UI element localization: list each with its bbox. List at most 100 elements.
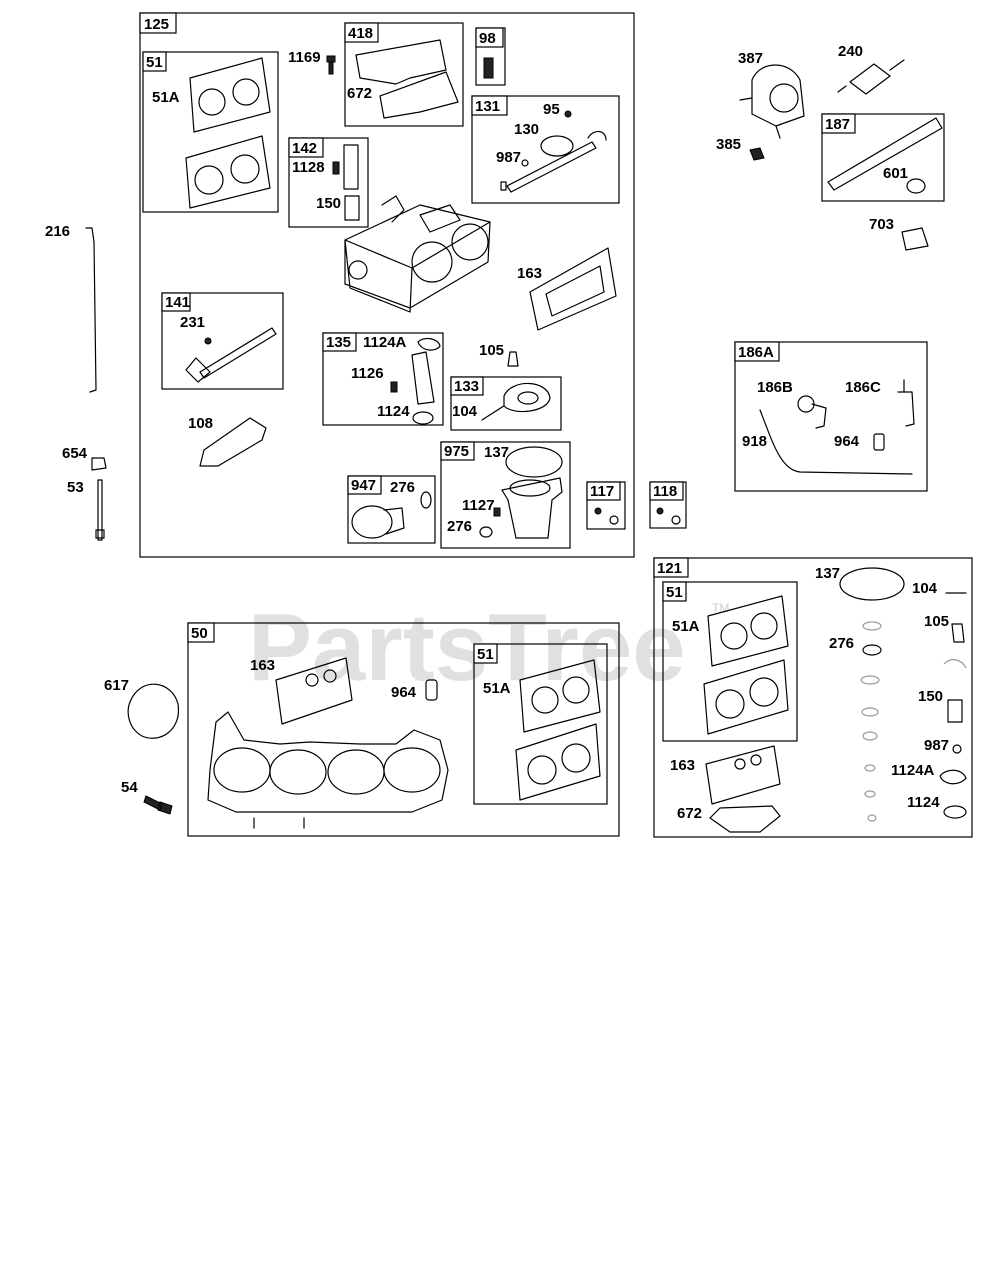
label-186B[interactable]: 186B <box>757 379 793 396</box>
label-987-b[interactable]: 987 <box>924 737 949 754</box>
label-276-a[interactable]: 276 <box>447 518 472 535</box>
label-240[interactable]: 240 <box>838 43 863 60</box>
label-163-b[interactable]: 163 <box>250 657 275 674</box>
label-53[interactable]: 53 <box>67 479 84 496</box>
label-1128[interactable]: 1128 <box>292 159 325 176</box>
group-947-frame <box>347 475 436 544</box>
label-1124A-b[interactable]: 1124A <box>891 762 935 779</box>
label-1127[interactable]: 1127 <box>462 497 495 514</box>
bowl-975-part <box>479 446 563 539</box>
washer-1124-part <box>943 805 967 819</box>
plate-672-part <box>379 71 459 119</box>
group-51-c-tag[interactable] <box>662 581 687 602</box>
label-137-a[interactable]: 137 <box>484 444 509 461</box>
group-418-tag[interactable] <box>344 22 379 43</box>
gasket-51A-c-part <box>703 595 789 735</box>
label-385[interactable]: 385 <box>716 136 741 153</box>
group-135-frame <box>322 332 444 426</box>
group-133-frame <box>450 376 562 431</box>
label-1126[interactable]: 1126 <box>351 365 384 382</box>
label-104-b[interactable]: 104 <box>912 580 938 597</box>
label-672-a[interactable]: 672 <box>347 85 372 102</box>
group-135-tag[interactable] <box>322 332 357 352</box>
group-51-tag[interactable] <box>142 51 167 72</box>
label-216[interactable]: 216 <box>45 223 70 240</box>
screw-117-part <box>594 507 602 515</box>
group-125-tag[interactable] <box>139 12 177 34</box>
bolt-54-part <box>143 795 173 815</box>
throttle-shaft-131-part <box>500 110 607 193</box>
valve-186C-part <box>897 379 915 427</box>
label-108[interactable]: 108 <box>188 415 213 432</box>
label-150-a[interactable]: 150 <box>316 195 341 212</box>
label-51A-c[interactable]: 51A <box>672 618 700 635</box>
valve-186B-part <box>797 395 827 429</box>
label-105-a[interactable]: 105 <box>479 342 504 359</box>
choke-shaft-141-part <box>185 327 277 383</box>
group-133-tag[interactable] <box>450 376 484 396</box>
group-187-frame <box>821 113 945 202</box>
group-141-tag[interactable] <box>161 292 191 312</box>
group-117-tag[interactable] <box>586 481 621 501</box>
label-1124A-a[interactable]: 1124A <box>363 334 407 351</box>
fuel-pump-387-part <box>739 64 805 139</box>
label-1169[interactable]: 1169 <box>288 49 321 66</box>
label-51A[interactable]: 51A <box>152 89 180 106</box>
group-117-label: 117 <box>590 483 614 500</box>
label-387[interactable]: 387 <box>738 50 763 67</box>
needle-105-part <box>507 351 519 367</box>
label-672-b[interactable]: 672 <box>677 805 702 822</box>
group-121-tag[interactable] <box>653 557 689 578</box>
group-50-tag[interactable] <box>187 622 215 643</box>
washer-117-part <box>609 515 619 525</box>
group-51-b-label: 51 <box>477 646 494 663</box>
clamp-703-part <box>901 227 929 251</box>
label-601[interactable]: 601 <box>883 165 908 182</box>
group-418-frame <box>344 22 464 127</box>
label-276-b[interactable]: 276 <box>390 479 415 496</box>
label-186C[interactable]: 186C <box>845 379 881 396</box>
label-130[interactable]: 130 <box>514 121 539 138</box>
label-137-b[interactable]: 137 <box>815 565 840 582</box>
label-918[interactable]: 918 <box>742 433 767 450</box>
oring-137-part <box>839 567 905 601</box>
group-947-tag[interactable] <box>347 475 382 495</box>
label-276-c[interactable]: 276 <box>829 635 854 652</box>
group-118-tag[interactable] <box>649 481 684 501</box>
label-150-b[interactable]: 150 <box>918 688 943 705</box>
label-1124-b[interactable]: 1124 <box>907 794 940 811</box>
label-95[interactable]: 95 <box>543 101 560 118</box>
label-163-c[interactable]: 163 <box>670 757 695 774</box>
group-975-label: 975 <box>444 443 469 460</box>
label-104-a[interactable]: 104 <box>452 403 478 420</box>
label-617[interactable]: 617 <box>104 677 129 694</box>
group-186A-frame <box>734 341 928 492</box>
group-131-tag[interactable] <box>471 95 508 116</box>
label-654[interactable]: 654 <box>62 445 88 462</box>
hose-918-part <box>759 409 913 475</box>
label-964-a[interactable]: 964 <box>834 433 860 450</box>
stud-53-part <box>95 479 105 541</box>
group-98-tag[interactable] <box>475 27 504 48</box>
label-987-a[interactable]: 987 <box>496 149 521 166</box>
nut-654-part <box>91 457 107 471</box>
group-142-tag[interactable] <box>288 137 324 158</box>
solenoid-947-part <box>351 491 432 539</box>
label-51A-b[interactable]: 51A <box>483 680 511 697</box>
intake-manifold-50-part <box>207 711 449 829</box>
label-105-b[interactable]: 105 <box>924 613 949 630</box>
label-1124-a[interactable]: 1124 <box>377 403 410 420</box>
group-51-b-tag[interactable] <box>473 643 498 664</box>
group-131-label: 131 <box>475 98 500 115</box>
label-703[interactable]: 703 <box>869 216 894 233</box>
label-163-a[interactable]: 163 <box>517 265 542 282</box>
label-54[interactable]: 54 <box>121 779 138 796</box>
gasket-672-part <box>709 805 781 833</box>
gasket-51A-part <box>185 57 271 209</box>
group-975-tag[interactable] <box>440 441 475 461</box>
label-231[interactable]: 231 <box>180 314 205 331</box>
group-186A-tag[interactable] <box>734 341 780 362</box>
group-187-tag[interactable] <box>821 113 856 134</box>
label-964-b[interactable]: 964 <box>391 684 417 701</box>
washer-118-part <box>671 515 681 525</box>
